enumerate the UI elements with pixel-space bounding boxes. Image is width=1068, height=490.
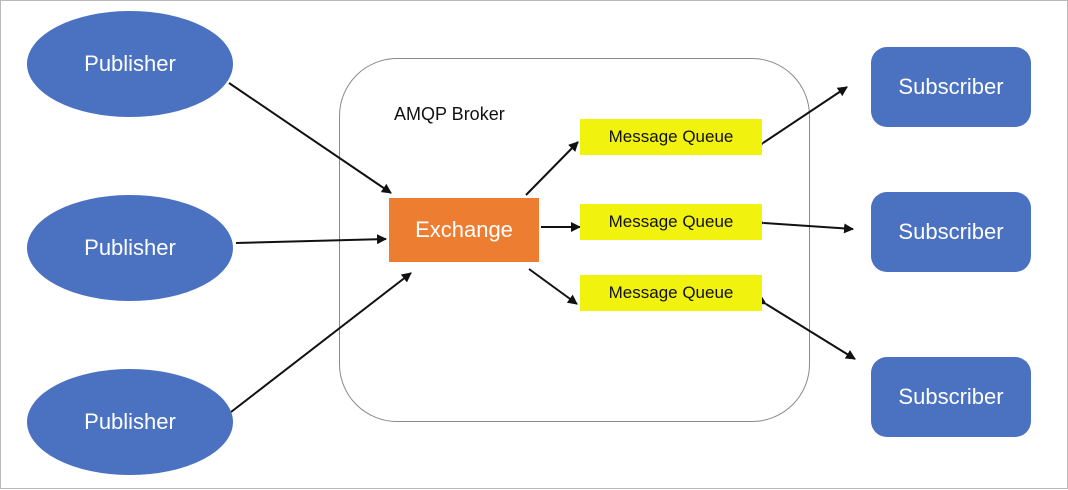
broker-label: AMQP Broker xyxy=(394,104,505,124)
publisher-node-1: Publisher xyxy=(27,11,233,117)
publisher-node-2: Publisher xyxy=(27,195,233,301)
publisher-node-3: Publisher xyxy=(27,369,233,475)
subscriber-node-2: Subscriber xyxy=(871,192,1031,272)
arrow-queue-2-subscriber-2 xyxy=(754,217,854,234)
arrow-publisher-3-to-exchange xyxy=(230,272,412,413)
arrow-queue-3-subscriber-3 xyxy=(755,295,856,360)
arrow-publisher-2-to-exchange xyxy=(235,234,387,245)
message-queue-2: Message Queue xyxy=(580,204,762,240)
message-queue-1: Message Queue xyxy=(580,119,762,155)
message-queue-3: Message Queue xyxy=(580,275,762,311)
arrow-exchange-to-queue-1 xyxy=(525,141,579,196)
arrow-queue-1-subscriber-1 xyxy=(752,86,848,153)
arrow-exchange-to-queue-3 xyxy=(528,268,578,305)
exchange-node: Exchange xyxy=(389,198,539,262)
subscriber-node-1: Subscriber xyxy=(871,47,1031,127)
subscriber-node-3: Subscriber xyxy=(871,357,1031,437)
arrow-publisher-1-to-exchange xyxy=(228,82,392,194)
